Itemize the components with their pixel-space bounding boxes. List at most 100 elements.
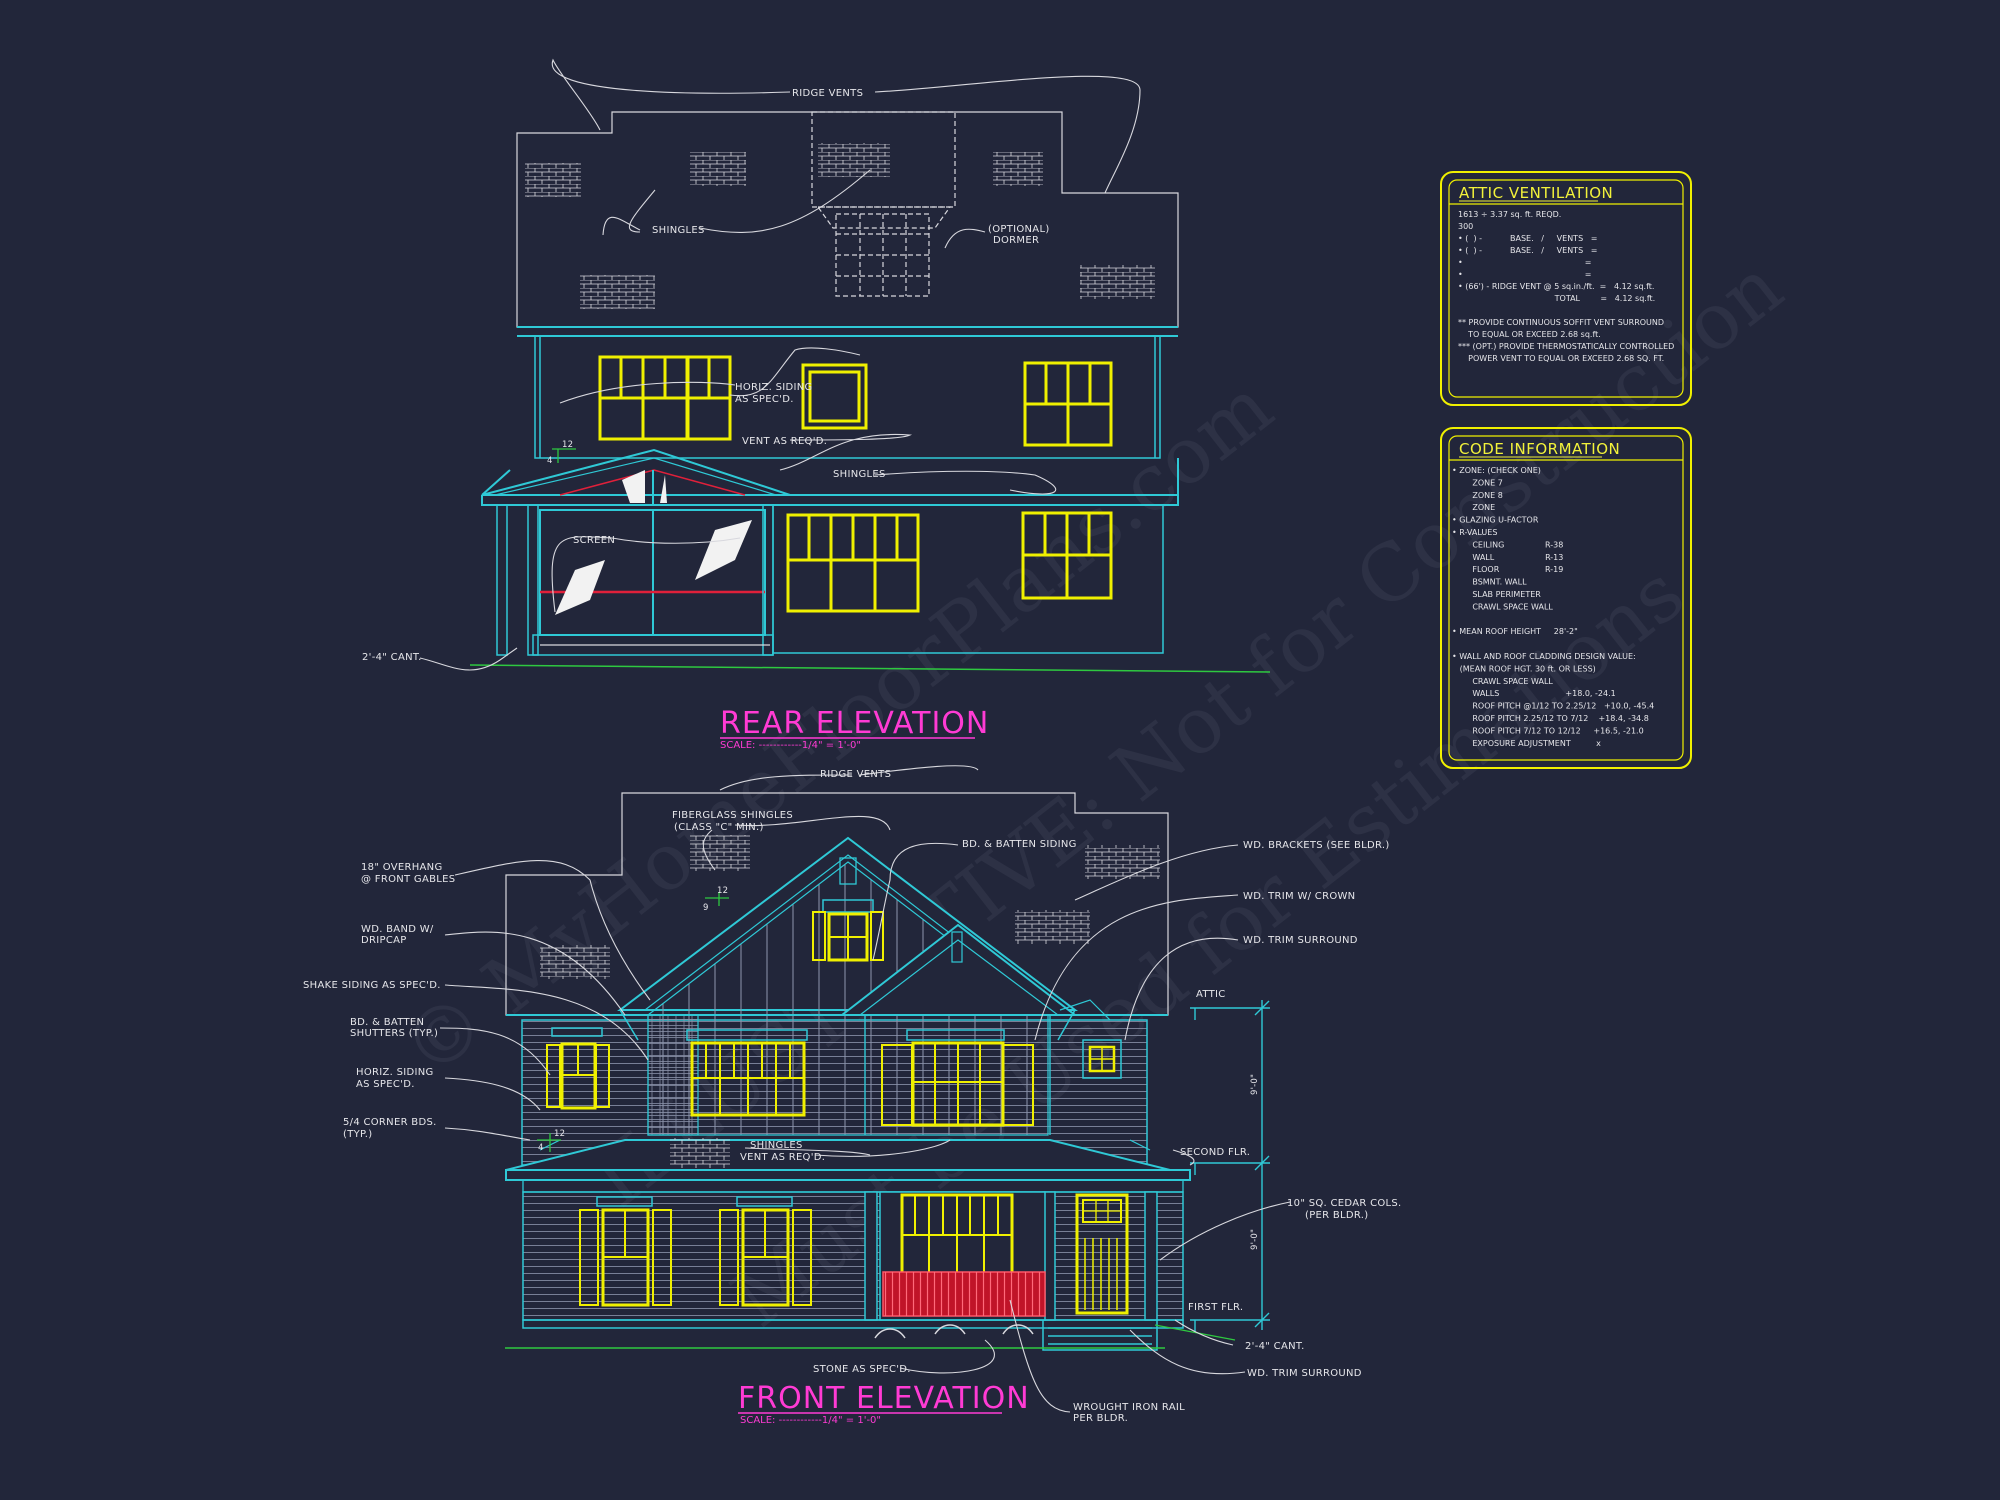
rear-lower-windows <box>786 511 1113 613</box>
front-upper-windows <box>546 1027 1122 1127</box>
front-shingles-label: SHINGLES <box>750 1140 803 1151</box>
front-fiberglass-label-2: (CLASS "C" MIN.) <box>674 822 764 833</box>
code-information-line: • GLAZING U-FACTOR <box>1452 516 1539 525</box>
rear-screen-porch <box>496 469 774 656</box>
code-information-line: • MEAN ROOF HEIGHT 28'-2" <box>1452 627 1578 636</box>
code-information-title: CODE INFORMATION <box>1459 440 1620 458</box>
rear-upper-windows <box>598 355 1113 447</box>
front-wd-brackets-label: WD. BRACKETS (SEE BLDR.) <box>1243 840 1390 851</box>
attic-ventilation-line: 1613 ÷ 3.37 sq. ft. REQD. <box>1458 210 1561 219</box>
front-secondary-gable <box>839 923 1111 1135</box>
rear-cant-label: 2'-4" CANT. <box>362 652 422 663</box>
attic-ventilation-line: • = <box>1458 270 1591 279</box>
code-information-line: WALL R-13 <box>1452 553 1563 562</box>
front-elevation-scale: SCALE: ------------1/4" = 1'-0" <box>740 1415 881 1426</box>
front-cedar-cols-label-1: 10" SQ. CEDAR COLS. <box>1287 1198 1402 1209</box>
front-second-flr-label: SECOND FLR. <box>1180 1147 1250 1158</box>
front-lower-windows <box>579 1193 1129 1317</box>
front-leaders <box>439 765 1291 1413</box>
front-pitch-run-b: 4 <box>538 1143 544 1153</box>
front-ridge-vents-label: RIDGE VENTS <box>820 769 891 780</box>
rear-optional-dormer <box>811 111 956 297</box>
code-information-line: • R-VALUES <box>1452 528 1497 537</box>
front-roof-shingle-patches <box>540 835 1160 979</box>
attic-ventilation-line: • ( ) - BASE. / VENTS = <box>1458 246 1597 255</box>
attic-ventilation-line: • (66') - RIDGE VENT @ 5 sq.in./ft. = 4.… <box>1458 282 1654 291</box>
attic-ventilation-line: TOTAL = 4.12 sq.ft. <box>1458 294 1655 303</box>
front-fiberglass-label-1: FIBERGLASS SHINGLES <box>672 810 793 821</box>
front-wd-trim-surround-label: WD. TRIM SURROUND <box>1243 935 1358 946</box>
rear-leaders <box>419 58 1141 671</box>
front-overhang-label-2: @ FRONT GABLES <box>361 874 455 885</box>
front-horiz-siding-label-1: HORIZ. SIDING <box>356 1067 434 1078</box>
front-cedar-cols-label-2: (PER BLDR.) <box>1305 1210 1368 1221</box>
code-information-line: ZONE <box>1452 503 1495 512</box>
attic-ventilation-line: TO EQUAL OR EXCEED 2.68 sq.ft. <box>1458 330 1601 339</box>
front-horiz-siding-label-2: AS SPEC'D. <box>356 1079 415 1090</box>
attic-ventilation-line: ** PROVIDE CONTINUOUS SOFFIT VENT SURROU… <box>1458 318 1664 327</box>
front-iron-rail-label-2: PER BLDR. <box>1073 1413 1128 1424</box>
code-information-line: ZONE 7 <box>1452 478 1503 487</box>
attic-ventilation-title: ATTIC VENTILATION <box>1459 184 1613 202</box>
code-information-line: ROOF PITCH 2.25/12 TO 7/12 +18.4, -34.8 <box>1452 714 1649 723</box>
front-wd-trim-surround-label-2: WD. TRIM SURROUND <box>1247 1368 1362 1379</box>
code-information-line: CRAWL SPACE WALL <box>1452 602 1553 611</box>
code-information-line: ROOF PITCH 7/12 TO 12/12 +16.5, -21.0 <box>1452 726 1644 735</box>
front-corner-bds-label-1: 5/4 CORNER BDS. <box>343 1117 437 1128</box>
rear-vent-label: VENT AS REQ'D. <box>742 436 827 447</box>
rear-elevation-scale: SCALE: ------------1/4" = 1'-0" <box>720 740 861 751</box>
code-information-line: (MEAN ROOF HGT. 30 ft. OR LESS) <box>1452 664 1596 673</box>
front-wd-band-label-2: DRIPCAP <box>361 935 407 946</box>
rear-screen-label: SCREEN <box>573 535 615 546</box>
front-first-flr-label: FIRST FLR. <box>1188 1302 1243 1313</box>
front-bd-shutters-label-2: SHUTTERS (TYP.) <box>350 1028 438 1039</box>
code-information-line: SLAB PERIMETER <box>1452 590 1541 599</box>
code-information-panel: CODE INFORMATION • ZONE: (CHECK ONE) ZON… <box>1440 427 1692 769</box>
front-labels: RIDGE VENTS FIBERGLASS SHINGLES (CLASS "… <box>303 769 1402 1424</box>
front-gable-vent <box>812 899 884 962</box>
rear-ridge-vents-label: RIDGE VENTS <box>792 88 863 99</box>
rear-porch-shingles-label: SHINGLES <box>833 469 886 480</box>
attic-ventilation-line: POWER VENT TO EQUAL OR EXCEED 2.68 SQ. F… <box>1458 354 1664 363</box>
rear-dormer-label-1: (OPTIONAL) <box>988 224 1050 235</box>
rear-elevation: 12 4 <box>469 111 1271 673</box>
code-information-lines: • ZONE: (CHECK ONE) ZONE 7 ZONE 8 ZONE • … <box>1452 466 1654 748</box>
rear-labels: RIDGE VENTS SHINGLES (OPTIONAL) DORMER H… <box>362 88 1050 663</box>
rear-roof-shingle-patches <box>525 143 1155 309</box>
front-corner-bds-label-2: (TYP.) <box>343 1129 372 1140</box>
rear-shingles-label: SHINGLES <box>652 225 705 236</box>
code-information-line: ZONE 8 <box>1452 491 1503 500</box>
rear-dormer-label-2: DORMER <box>993 235 1039 246</box>
attic-ventilation-line: • = <box>1458 258 1591 267</box>
code-information-line: BSMNT. WALL <box>1452 578 1527 587</box>
code-information-line: ROOF PITCH @1/12 TO 2.25/12 +10.0, -45.4 <box>1452 702 1654 711</box>
front-shake-label: SHAKE SIDING AS SPEC'D. <box>303 980 441 991</box>
code-information-line: WALLS +18.0, -24.1 <box>1452 689 1616 698</box>
rear-horiz-siding-label-2: AS SPEC'D. <box>735 394 794 405</box>
code-information-line: CRAWL SPACE WALL <box>1452 677 1553 686</box>
front-elevation: 12 9 12 4 <box>505 792 1236 1351</box>
code-information-line: CEILING R-38 <box>1452 540 1563 549</box>
code-information-line: • ZONE: (CHECK ONE) <box>1452 466 1541 475</box>
front-dimensions: 9'-0" 9'-0" <box>1190 1000 1270 1332</box>
front-vent-label: VENT AS REQ'D. <box>740 1152 825 1163</box>
front-elevation-title: FRONT ELEVATION <box>738 1381 1030 1416</box>
front-foundation <box>522 1319 1184 1351</box>
front-wd-trim-crown-label: WD. TRIM W/ CROWN <box>1243 891 1355 902</box>
front-porch-shingle-patches <box>670 1138 730 1168</box>
rear-pitch-rise: 12 <box>562 440 573 450</box>
front-dim-lower: 9'-0" <box>1250 1229 1260 1250</box>
front-bd-batten-siding-label: BD. & BATTEN SIDING <box>962 839 1077 850</box>
rear-pitch-run: 4 <box>547 456 553 466</box>
front-overhang-label-1: 18" OVERHANG <box>361 862 443 873</box>
front-pitch-run-a: 9 <box>703 903 709 913</box>
front-wd-band-label-1: WD. BAND W/ <box>361 924 434 935</box>
attic-ventilation-line: *** (OPT.) PROVIDE THERMOSTATICALLY CONT… <box>1458 342 1674 351</box>
attic-ventilation-panel: ATTIC VENTILATION 1613 ÷ 3.37 sq. ft. RE… <box>1440 171 1692 406</box>
rear-horiz-siding-label-1: HORIZ. SIDING <box>735 382 813 393</box>
front-attic-label: ATTIC <box>1196 989 1226 1000</box>
attic-ventilation-lines: 1613 ÷ 3.37 sq. ft. REQD.300• ( ) - BASE… <box>1458 210 1674 363</box>
front-dim-upper: 9'-0" <box>1250 1074 1260 1095</box>
rear-elevation-title: REAR ELEVATION <box>720 706 989 741</box>
